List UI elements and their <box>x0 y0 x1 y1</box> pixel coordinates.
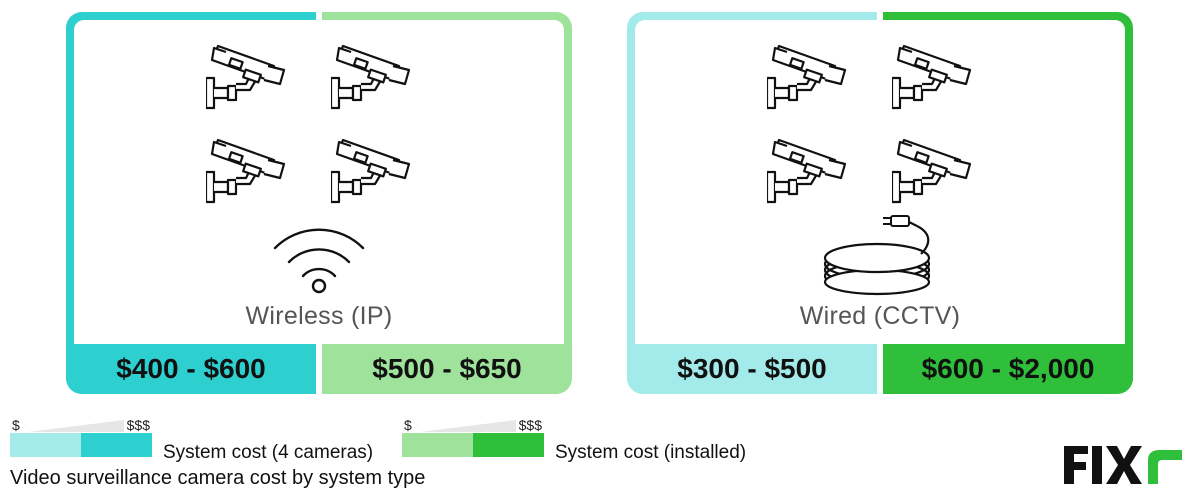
wifi-icon <box>273 228 365 294</box>
camera-group <box>66 32 572 222</box>
legend-scale-installed: $ $$$ <box>402 417 544 457</box>
security-camera-icon <box>767 134 857 209</box>
scale-wedge <box>28 420 124 432</box>
legend-bar <box>402 433 544 457</box>
security-camera-icon <box>331 134 421 209</box>
price-wireless-4-cameras: $400 - $600 <box>66 344 316 394</box>
legend-swatch-low <box>402 433 473 457</box>
caption: Video surveillance camera cost by system… <box>10 467 426 489</box>
scale-labels: $ $$$ <box>402 417 544 433</box>
legend-scale-4-cameras: $ $$$ <box>10 417 152 457</box>
scale-low: $ <box>12 417 20 433</box>
price-wired-installed: $600 - $2,000 <box>883 344 1133 394</box>
card-wired: $300 - $500 $600 - $2,000 Wired (CCTV) <box>627 12 1133 394</box>
cable-icon <box>823 215 931 296</box>
security-camera-icon <box>892 134 982 209</box>
legend-label: System cost (installed) <box>555 442 747 463</box>
card-title: Wired (CCTV) <box>799 302 961 330</box>
card-title: Wireless (IP) <box>245 302 393 330</box>
card-wireless: $400 - $600 $500 - $650 Wireless (IP) <box>66 12 572 394</box>
scale-labels: $ $$$ <box>10 417 152 433</box>
card-gap <box>877 12 883 20</box>
security-camera-icon <box>331 40 421 115</box>
security-camera-icon <box>206 134 296 209</box>
card-gap <box>316 12 322 20</box>
card-frame: $300 - $500 $600 - $2,000 <box>627 12 1133 394</box>
card-gap <box>316 344 322 394</box>
security-camera-icon <box>206 40 296 115</box>
security-camera-icon <box>892 40 982 115</box>
price-wireless-installed: $500 - $650 <box>322 344 572 394</box>
legend-label: System cost (4 cameras) <box>163 442 374 463</box>
security-camera-icon <box>767 40 857 115</box>
card-gap <box>877 344 883 394</box>
scale-wedge <box>420 420 516 432</box>
price-wired-4-cameras: $300 - $500 <box>627 344 877 394</box>
legend-swatch-high <box>81 433 152 457</box>
scale-high: $$$ <box>126 417 150 433</box>
legend-swatch-low <box>10 433 81 457</box>
camera-group <box>627 32 1133 222</box>
legend-bar <box>10 433 152 457</box>
legend-swatch-high <box>473 433 544 457</box>
fixr-logo <box>1064 446 1182 484</box>
scale-high: $$$ <box>518 417 542 433</box>
scale-low: $ <box>404 417 412 433</box>
